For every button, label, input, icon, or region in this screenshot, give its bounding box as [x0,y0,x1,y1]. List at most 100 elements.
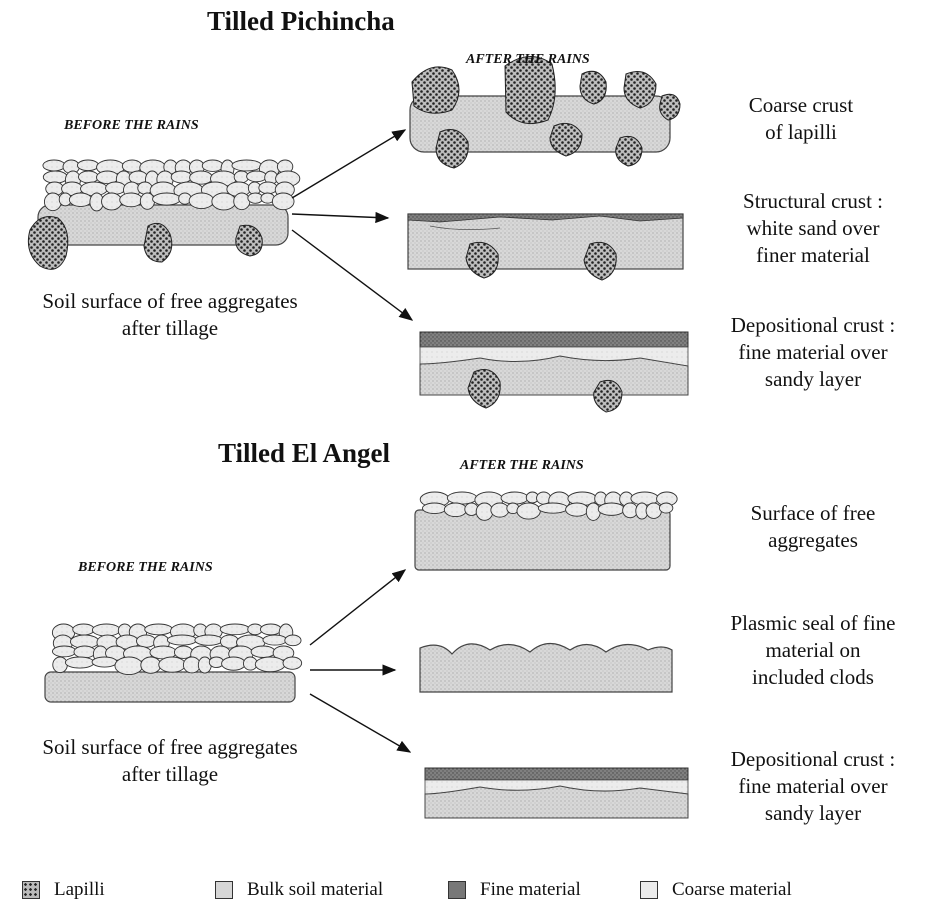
top-before-label: BEFORE THE RAINS [64,118,199,134]
aggregate [447,492,477,504]
aggregate [422,503,446,514]
top-outcome-1-diagram [410,56,680,168]
bottom-outcome-1-label: Surface of free aggregates [698,500,928,554]
legend-label: Fine material [480,879,581,901]
aggregate [167,635,197,645]
aggregate [586,503,600,520]
bottom-outcome-2-label: Plasmic seal of fine material on include… [698,610,928,691]
aggregate [255,657,285,672]
bottom-after-label: AFTER THE RAINS [460,458,584,474]
aggregate [69,193,92,207]
aggregate [234,193,250,210]
aggregate [43,160,65,171]
aggregate [92,657,117,667]
top-before-block [28,160,299,269]
aggregate [259,182,277,194]
aggregate [122,160,141,172]
top-before-lapilli-2 [144,223,172,262]
aggregate [260,624,281,635]
aggregate [44,193,61,211]
aggregate [43,171,67,183]
aggregate [136,635,155,647]
aggregate [202,160,223,171]
aggregate [171,171,191,183]
aggregate [659,503,672,513]
aggregate [102,193,122,210]
aggregate [232,160,261,171]
aggregate [491,503,509,517]
coarse-swatch-icon [640,881,658,899]
aggregate [115,657,143,675]
aggregate [476,503,493,520]
aggregate [145,624,173,635]
bottom-before-label: BEFORE THE RAINS [78,560,213,576]
legend-item-bulk: Bulk soil material [215,878,383,902]
aggregate [140,193,154,209]
top-outcome-2-diagram [408,214,683,280]
top-caption-line-1: Soil surface of free aggregates [0,288,340,315]
top-outcome-3-diagram [420,332,688,412]
legend-item-coarse: Coarse material [640,878,792,902]
aggregate [247,171,267,182]
aggregate [222,657,246,670]
legend-item-lapilli: Lapilli [22,878,105,902]
top-title: Tilled Pichincha [207,6,395,37]
legend-label: Coarse material [672,879,792,901]
top-outcome-1-label: Coarse crust of lapilli [686,92,916,146]
top-arrow-2 [292,214,388,218]
legend-item-fine: Fine material [448,878,581,902]
aggregate [220,624,250,635]
aggregate [285,635,301,646]
legend: Lapilli Bulk soil material Fine material… [0,878,928,908]
bottom-arrow-1 [310,570,405,645]
aggregate [153,193,181,205]
top-caption-line-2: after tillage [0,315,340,342]
bottom-outcome-3-diagram [425,768,688,818]
aggregate [106,182,126,194]
top-outcome-3-label: Depositional crust : fine material over … [698,312,928,393]
aggregate [77,160,98,171]
aggregate [272,193,294,210]
top-outcome-2-label: Structural crust : white sand over finer… [698,188,928,269]
aggregate [212,193,236,210]
top-before-aggregates [43,160,300,211]
aggregate [251,646,275,657]
top-arrow-1 [292,130,405,198]
bulk-swatch-icon [215,881,233,899]
aggregate [444,503,466,517]
aggregate [198,657,211,673]
aggregate [183,657,200,673]
lapilli-swatch-icon [22,881,40,899]
aggregate [174,646,192,658]
top-after-label: AFTER THE RAINS [466,52,590,68]
aggregate [92,624,120,636]
aggregate [74,646,95,658]
aggregate [598,503,624,515]
bottom-before-block [45,624,302,702]
bottom-outcome-1-diagram [415,492,677,570]
bottom-outcome-2-diagram [420,643,672,692]
aggregate [78,171,98,183]
fine-swatch-icon [448,881,466,899]
bottom-before-bulk-layer [45,672,295,702]
aggregate [189,193,214,209]
bottom-before-aggregates [52,624,301,675]
legend-label: Bulk soil material [247,879,383,901]
aggregate [159,657,186,672]
aggregate [141,657,161,673]
aggregate [195,635,223,645]
legend-label: Lapilli [54,879,105,901]
bottom-outcome-3-label: Depositional crust : fine material over … [698,746,928,827]
aggregate [263,635,287,645]
aggregate [120,193,143,207]
aggregate [283,657,302,669]
top-before-lapilli-1 [28,217,67,270]
aggregate [517,503,540,519]
bottom-title: Tilled El Angel [218,438,390,469]
aggregate [646,503,661,518]
bottom-caption-line-2: after tillage [0,761,340,788]
aggregate [501,492,528,504]
aggregate [538,503,567,513]
aggregate [73,624,95,635]
aggregate [566,503,589,516]
